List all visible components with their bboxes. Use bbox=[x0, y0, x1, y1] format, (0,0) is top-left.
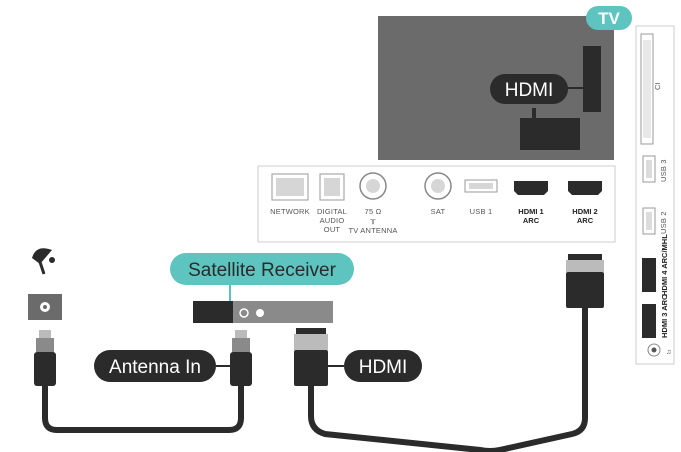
hdmi4-label: HDMI 4 ARC/MHL bbox=[660, 234, 669, 296]
tv-hdmi-slot bbox=[583, 46, 601, 112]
hdmi1-label-2: ARC bbox=[523, 216, 540, 225]
hdmi2-label-1: HDMI 2 bbox=[572, 207, 597, 216]
satellite-dish-icon bbox=[32, 248, 55, 275]
tv-badge: TV bbox=[586, 6, 632, 30]
hdmi3-label: HDMI 3 ARC bbox=[660, 294, 669, 338]
tv-antenna-label: TV ANTENNA bbox=[348, 226, 397, 235]
ci-slot bbox=[640, 33, 654, 145]
tv-antenna-ohm: 75 Ω bbox=[365, 207, 382, 216]
antenna-symbol-icon: ╥ bbox=[369, 215, 376, 225]
hdmi3-port bbox=[642, 304, 656, 338]
usb2-label: USB 2 bbox=[659, 211, 668, 234]
satellite-receiver-label: Satellite Receiver bbox=[188, 260, 337, 281]
antenna-in-pill: Antenna In bbox=[94, 350, 216, 382]
side-panel: CI USB 3 USB 2 HDMI 4 ARC/MHL HDMI 3 ARC… bbox=[635, 25, 675, 365]
svg-text:CI: CI bbox=[653, 82, 662, 90]
antenna-plug-right bbox=[230, 330, 252, 386]
hdmi-plug-receiver bbox=[294, 328, 328, 386]
hdmi1-port bbox=[514, 181, 548, 195]
satellite-receiver bbox=[193, 301, 333, 323]
back-panel: NETWORK DIGITAL AUDIO OUT 75 Ω ╥ TV ANTE… bbox=[257, 165, 616, 243]
tv-hdmi-pill: HDMI bbox=[490, 74, 568, 104]
usb1-label: USB 1 bbox=[470, 207, 493, 216]
antenna-cable bbox=[42, 386, 244, 433]
digital-audio-label-2: AUDIO bbox=[320, 216, 345, 225]
antenna-plug-left bbox=[34, 330, 56, 386]
network-label: NETWORK bbox=[270, 207, 310, 216]
tv-illustration bbox=[378, 16, 614, 160]
tv-connector-block bbox=[520, 118, 580, 150]
satellite-receiver-pill: Satellite Receiver bbox=[170, 253, 354, 285]
headphone-icon: ♫ bbox=[666, 347, 672, 356]
tv-badge-label: TV bbox=[598, 9, 620, 28]
tv-hdmi-label: HDMI bbox=[505, 80, 554, 101]
hdmi-plug-tv bbox=[566, 254, 604, 308]
digital-audio-label-1: DIGITAL bbox=[317, 207, 347, 216]
hdmi4-port bbox=[642, 258, 656, 292]
hdmi-cable bbox=[308, 308, 588, 452]
wall-socket-icon bbox=[28, 294, 62, 320]
receiver-button-2 bbox=[256, 309, 264, 317]
antenna-in-label: Antenna In bbox=[109, 357, 201, 378]
hdmi2-port bbox=[568, 181, 602, 195]
receiver-button-1 bbox=[239, 308, 249, 318]
hdmi-cable-pill: HDMI bbox=[344, 350, 422, 382]
hdmi2-label-2: ARC bbox=[577, 216, 594, 225]
digital-audio-label-3: OUT bbox=[324, 225, 341, 234]
hdmi-cable-label: HDMI bbox=[359, 357, 408, 378]
hdmi1-label-1: HDMI 1 bbox=[518, 207, 543, 216]
usb3-label: USB 3 bbox=[659, 159, 668, 182]
sat-label: SAT bbox=[431, 207, 446, 216]
